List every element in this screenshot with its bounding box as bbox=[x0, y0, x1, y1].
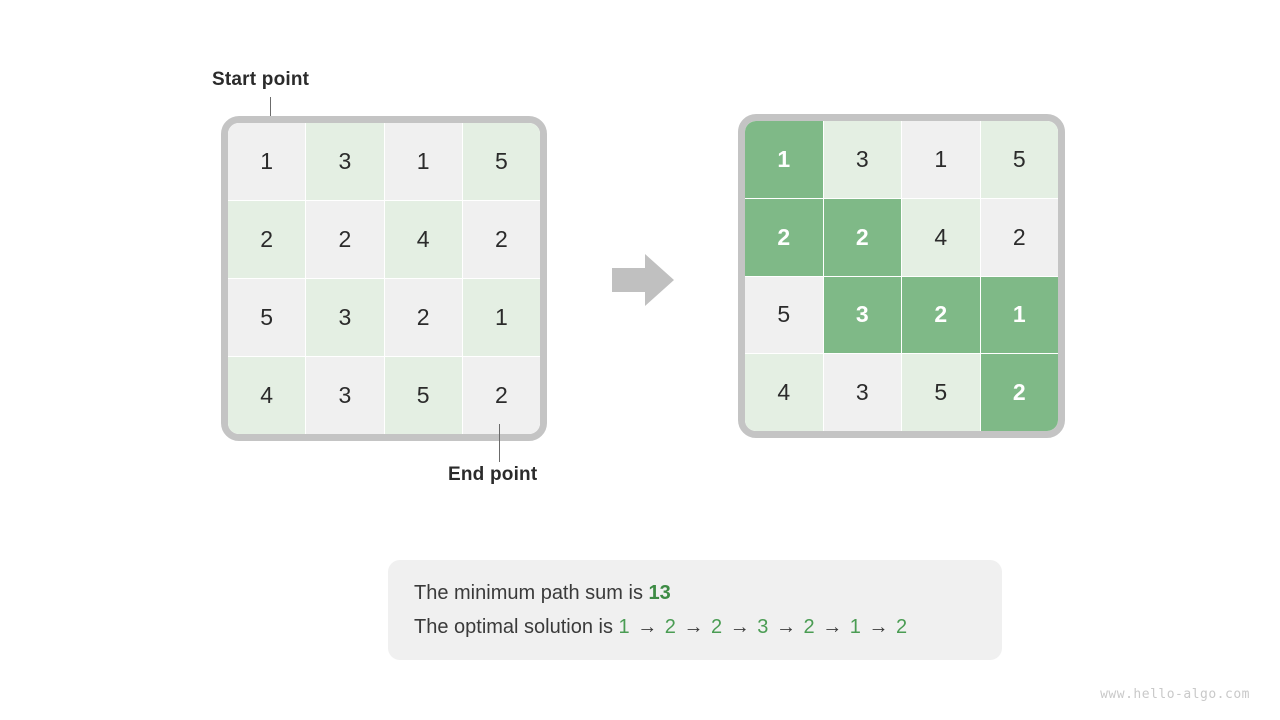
input-grid-cell-r1-c2: 4 bbox=[384, 201, 462, 278]
input-grid-cell-r2-c3: 1 bbox=[462, 279, 540, 356]
path-arrow-icon-2: → bbox=[724, 616, 756, 638]
min-sum-line: The minimum path sum is 13 bbox=[414, 583, 976, 603]
path-step-5: 1 bbox=[849, 616, 861, 638]
solution-grid-cell-r2-c3: 1 bbox=[980, 276, 1058, 354]
solution-grid-cell-r3-c1: 3 bbox=[823, 354, 901, 431]
solution-grid-cell-r1-c1: 2 bbox=[823, 198, 901, 276]
solution-grid-cell-r3-c0: 4 bbox=[745, 354, 823, 431]
path-step-0: 1 bbox=[618, 616, 630, 638]
path-arrow-icon-5: → bbox=[862, 616, 895, 638]
input-grid-cell-r3-c1: 3 bbox=[306, 357, 384, 434]
path-arrow-icon-4: → bbox=[816, 616, 848, 638]
path-step-1: 2 bbox=[664, 616, 676, 638]
input-grid-cell-r0-c2: 1 bbox=[384, 123, 462, 200]
path-arrow-icon-3: → bbox=[770, 616, 802, 638]
start-point-label: Start point bbox=[212, 69, 310, 90]
path-arrow-icon-1: → bbox=[677, 616, 710, 638]
right-arrow-icon bbox=[612, 252, 674, 308]
solution-grid-cell-r1-c2: 4 bbox=[902, 198, 980, 276]
min-sum-value: 13 bbox=[648, 582, 671, 604]
input-grid-cell-r3-c2: 5 bbox=[384, 357, 462, 434]
path-step-6: 2 bbox=[896, 616, 908, 638]
input-grid-cell-r2-c0: 5 bbox=[228, 279, 306, 356]
path-step-2: 2 bbox=[711, 616, 723, 638]
optimal-solution-line: The optimal solution is 1 → 2 → 2 → 3 → … bbox=[414, 617, 976, 637]
input-grid-cell-r0-c3: 5 bbox=[462, 123, 540, 200]
input-grid-cell-r1-c3: 2 bbox=[462, 201, 540, 278]
result-panel: The minimum path sum is 13 The optimal s… bbox=[388, 560, 1002, 660]
solution-grid-cell-r0-c3: 5 bbox=[980, 121, 1058, 198]
watermark: www.hello-algo.com bbox=[1100, 687, 1250, 702]
input-grid-cell-r1-c1: 2 bbox=[306, 201, 384, 278]
input-grid-cell-r3-c3: 2 bbox=[462, 357, 540, 434]
solution-grid-cell-r2-c0: 5 bbox=[745, 276, 823, 354]
solution-grid-cell-r3-c3: 2 bbox=[980, 354, 1058, 431]
solution-grid-cell-r0-c2: 1 bbox=[902, 121, 980, 198]
input-grid-cell-r0-c0: 1 bbox=[228, 123, 306, 200]
end-point-connector bbox=[499, 424, 500, 462]
input-grid-cell-r2-c2: 2 bbox=[384, 279, 462, 356]
solution-grid-cell-r1-c0: 2 bbox=[745, 198, 823, 276]
solution-grid-cell-r1-c3: 2 bbox=[980, 198, 1058, 276]
solution-grid-cell-r3-c2: 5 bbox=[902, 354, 980, 431]
end-point-label: End point bbox=[448, 464, 538, 485]
path-step-3: 3 bbox=[757, 616, 769, 638]
solution-grid-cell-r2-c2: 2 bbox=[902, 276, 980, 354]
input-grid-cell-r2-c1: 3 bbox=[306, 279, 384, 356]
optimal-path-sequence: 1 → 2 → 2 → 3 → 2 → 1 → 2 bbox=[619, 616, 908, 638]
input-grid-cell-r3-c0: 4 bbox=[228, 357, 306, 434]
solution-grid-cell-r2-c1: 3 bbox=[823, 276, 901, 354]
solution-grid-cell-r0-c1: 3 bbox=[823, 121, 901, 198]
input-grid-cell-r0-c1: 3 bbox=[306, 123, 384, 200]
optimal-solution-prefix: The optimal solution is bbox=[414, 616, 619, 638]
min-sum-prefix: The minimum path sum is bbox=[414, 582, 649, 604]
solution-grid-cell-r0-c0: 1 bbox=[745, 121, 823, 198]
path-arrow-icon-0: → bbox=[631, 616, 663, 638]
path-step-4: 2 bbox=[803, 616, 815, 638]
input-grid-cell-r1-c0: 2 bbox=[228, 201, 306, 278]
